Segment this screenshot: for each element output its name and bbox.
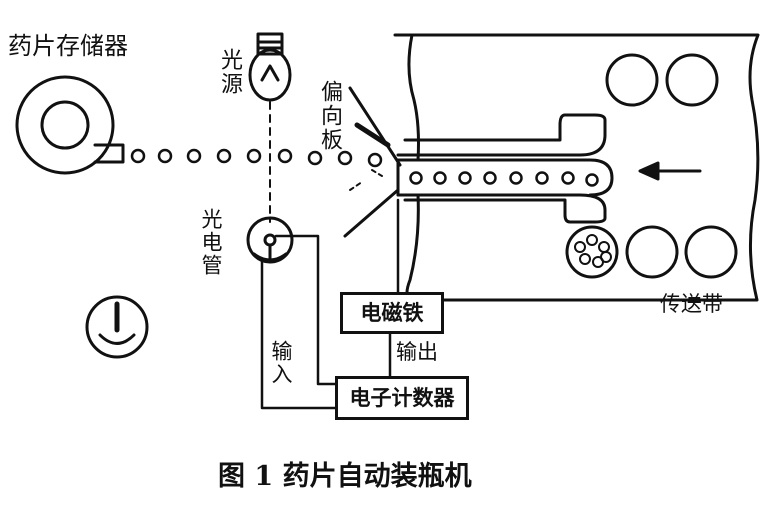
electromagnet-box: 电磁铁 bbox=[340, 292, 444, 334]
wiring bbox=[260, 198, 400, 410]
conveyor-direction-arrow bbox=[638, 161, 702, 181]
bottle-chute bbox=[396, 113, 614, 224]
chute-tablets bbox=[409, 171, 599, 187]
bottles bbox=[565, 53, 738, 279]
photocell-label: 光电管 bbox=[199, 208, 223, 277]
figure-caption: 图 1 药片自动装瓶机 bbox=[218, 461, 472, 492]
meter-icon bbox=[85, 295, 149, 359]
input-label: 输入 bbox=[269, 340, 293, 386]
deflector-label: 偏向板 bbox=[317, 80, 342, 152]
tablet-storage-reel bbox=[15, 75, 125, 175]
conveyor-label: 传送带 bbox=[660, 292, 723, 316]
light-bulb-icon bbox=[248, 32, 292, 102]
light-source-label: 光源 bbox=[217, 48, 242, 96]
tablet-storage-label: 药片存储器 bbox=[8, 32, 128, 60]
output-label: 输出 bbox=[396, 340, 438, 364]
photocell-icon bbox=[246, 216, 294, 264]
deflector-plates bbox=[343, 86, 402, 238]
conveyor-housing bbox=[393, 33, 760, 302]
tablet-stream bbox=[130, 148, 383, 168]
filled-bottle-tablets bbox=[574, 234, 612, 268]
electronic-counter-box: 电子计数器 bbox=[335, 376, 469, 420]
